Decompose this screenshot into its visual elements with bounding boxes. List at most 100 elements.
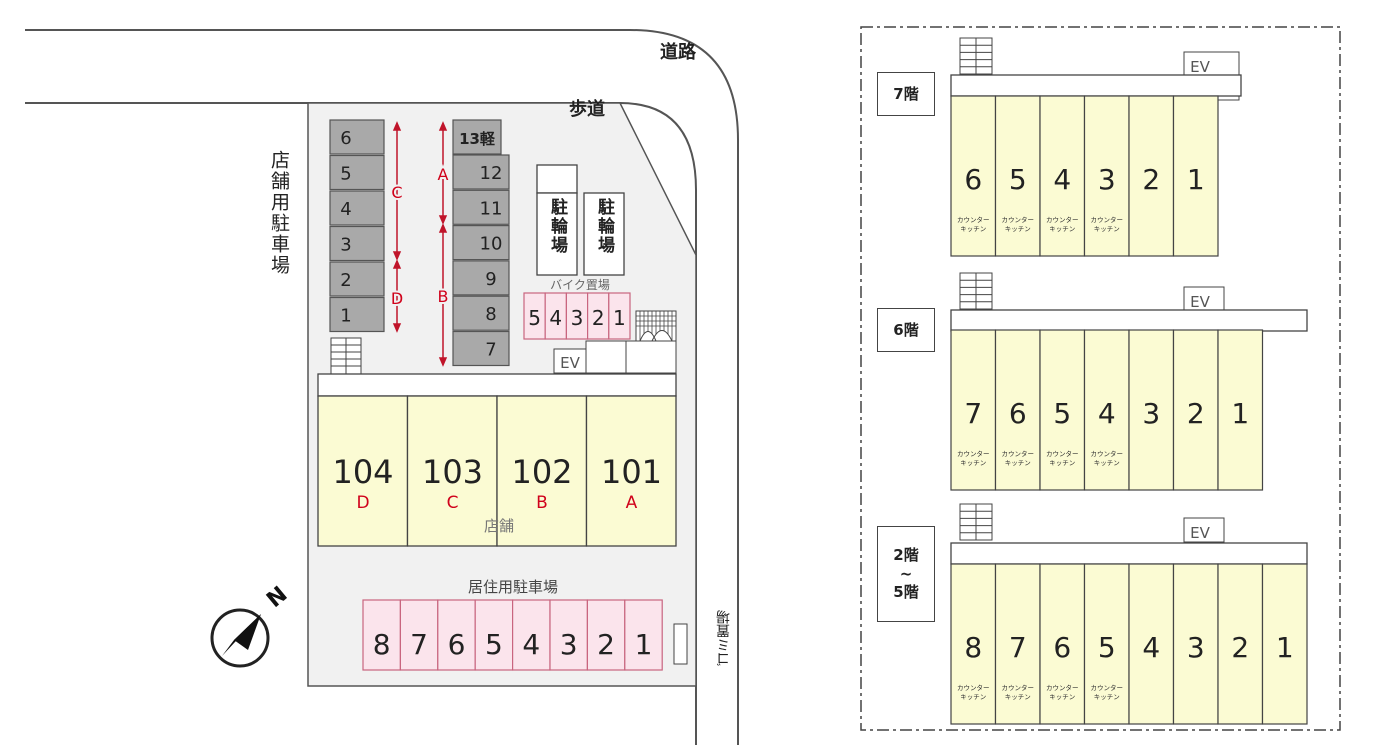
parking-space-number: 8: [485, 304, 496, 325]
apartment-unit-number: 3: [1142, 397, 1160, 430]
parking-space: [329, 119, 385, 155]
bike-space-number: 4: [549, 306, 562, 330]
zone-letter-c: C: [391, 183, 402, 202]
apartment-unit: [1039, 95, 1086, 257]
parking-space-number: 1: [340, 306, 351, 327]
apartment-unit-number: 3: [1098, 163, 1116, 196]
store-unit: [317, 395, 409, 547]
residential-space: [549, 599, 589, 671]
store-letter: A: [626, 493, 638, 513]
kitchen-note: カウンター: [1046, 215, 1079, 224]
store-number: 102: [511, 453, 572, 491]
parking-space: [452, 330, 510, 367]
road-label: 道路: [660, 41, 697, 63]
kitchen-note: カウンター: [957, 683, 990, 692]
apartment-unit: [1217, 563, 1264, 725]
store-unit: [585, 395, 677, 547]
apartment-unit-number: 1: [1231, 397, 1249, 430]
parking-space-number: 12: [480, 163, 503, 184]
parking-space-number: 7: [485, 340, 496, 361]
residential-space: [437, 599, 476, 671]
kitchen-note: カウンター: [1002, 683, 1035, 692]
compass-icon: [210, 608, 270, 668]
kitchen-note: キッチン: [1049, 225, 1075, 233]
kitchen-note: キッチン: [1005, 225, 1031, 233]
parking-space-number: 4: [340, 199, 351, 220]
apartment-unit: [1172, 563, 1219, 725]
parking-space: [329, 296, 385, 333]
store-label: 店舗: [484, 517, 514, 535]
residential-space-number: 6: [448, 628, 466, 661]
ev-box: [1183, 517, 1225, 543]
apartment-unit: [994, 563, 1041, 725]
residential-space-number: 8: [373, 628, 391, 661]
parking-space-number: 11: [480, 198, 503, 219]
apartment-unit-number: 7: [964, 397, 982, 430]
sidewalk-edge-line: [25, 102, 697, 745]
kitchen-note: カウンター: [1046, 683, 1079, 692]
apartment-unit: [1217, 329, 1264, 491]
apartment-unit-number: 5: [1053, 397, 1071, 430]
stairs-icon: [959, 272, 993, 310]
bike-space-number: 3: [571, 306, 584, 330]
apartment-unit: [1172, 95, 1219, 257]
residential-space-number: 3: [560, 628, 578, 661]
apartment-unit-number: 6: [1009, 397, 1027, 430]
residential-space: [624, 599, 663, 671]
apartment-unit: [1128, 563, 1175, 725]
kitchen-note: カウンター: [1091, 449, 1124, 458]
stairs-icon: [330, 337, 362, 375]
apartment-unit-number: 8: [964, 631, 982, 664]
parking-space-number: 10: [480, 234, 503, 255]
kitchen-note: キッチン: [1005, 693, 1031, 701]
apartment-unit-number: 6: [964, 163, 982, 196]
parking-space: [329, 190, 385, 226]
parking-space: [452, 189, 510, 225]
parking-space-number: 5: [340, 164, 351, 185]
parking-space: [452, 225, 510, 261]
store-letter: C: [447, 493, 459, 513]
residential-parking-label: 居住用駐車場: [468, 578, 558, 596]
store-number: 104: [332, 453, 393, 491]
bike-space-number: 2: [592, 306, 605, 330]
store-letter: D: [356, 493, 369, 513]
kitchen-note: キッチン: [960, 225, 986, 233]
floor-label-7: 7階: [877, 72, 935, 116]
bike-space: [608, 292, 631, 340]
zone-letter-a: A: [438, 165, 449, 184]
parking-space-number: 6: [340, 128, 351, 149]
residential-space-number: 4: [522, 628, 540, 661]
apartment-unit: [1261, 563, 1308, 725]
zone-arrows: [392, 121, 448, 367]
sidewalk-label: 歩道: [569, 98, 605, 120]
floor-corridor: [950, 542, 1308, 565]
apartment-unit-number: 4: [1142, 631, 1160, 664]
kitchen-note: キッチン: [960, 459, 986, 467]
apartment-unit-number: 7: [1009, 631, 1027, 664]
parking-space: [329, 154, 385, 191]
utility-box-1: [585, 340, 627, 374]
kitchen-note: キッチン: [960, 693, 986, 701]
utility-box-2: [625, 340, 677, 374]
ev-label: EV: [560, 354, 580, 372]
parking-space: [452, 154, 510, 190]
kitchen-note: カウンター: [957, 215, 990, 224]
residential-space: [399, 599, 439, 671]
kitchen-note: キッチン: [1005, 459, 1031, 467]
residential-space-number: 5: [485, 628, 503, 661]
bike-space-number: 5: [528, 306, 541, 330]
parking-space: [452, 260, 510, 296]
bicycle-parking-label-2: 駐輪場: [594, 198, 614, 255]
stairs-icon: [959, 503, 993, 541]
ev-box: [1183, 286, 1225, 312]
kitchen-note: カウンター: [1091, 683, 1124, 692]
residential-space: [362, 599, 402, 671]
floor-corridor: [950, 74, 1242, 97]
apartment-unit: [1039, 563, 1086, 725]
apartment-unit: [994, 329, 1041, 491]
residential-space-number: 1: [635, 628, 653, 661]
floor-plan-frame: [860, 26, 1341, 731]
residential-space: [586, 599, 626, 671]
kitchen-note: キッチン: [1094, 459, 1120, 467]
